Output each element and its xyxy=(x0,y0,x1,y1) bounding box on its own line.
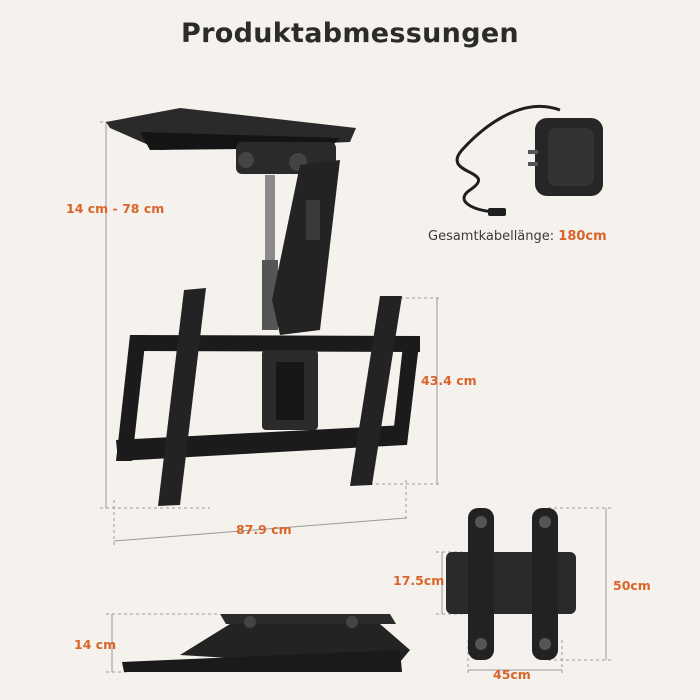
bracket-height-label: 50cm xyxy=(613,578,651,593)
page-title: Produktabmessungen xyxy=(181,18,519,49)
vesa-width-label: 87.9 cm xyxy=(236,522,292,537)
bracket-width-label: 45cm xyxy=(493,667,531,682)
cable-length-text: Gesamtkabellänge: xyxy=(428,229,555,244)
vesa-height-label: 43.4 cm xyxy=(421,373,477,388)
cable-length-value: 180cm xyxy=(558,229,607,244)
ceiling-mount-illustration xyxy=(106,108,420,506)
bracket-depth-label: 17.5cm xyxy=(393,573,445,588)
cable-length-label: Gesamtkabellänge: 180cm xyxy=(428,229,607,244)
folded-height-label: 14 cm xyxy=(74,637,117,652)
vesa-bracket-illustration xyxy=(446,508,576,660)
height-range-label: 14 cm - 78 cm xyxy=(66,201,165,216)
folded-mount-illustration xyxy=(122,614,410,672)
power-adapter-illustration xyxy=(455,104,603,216)
